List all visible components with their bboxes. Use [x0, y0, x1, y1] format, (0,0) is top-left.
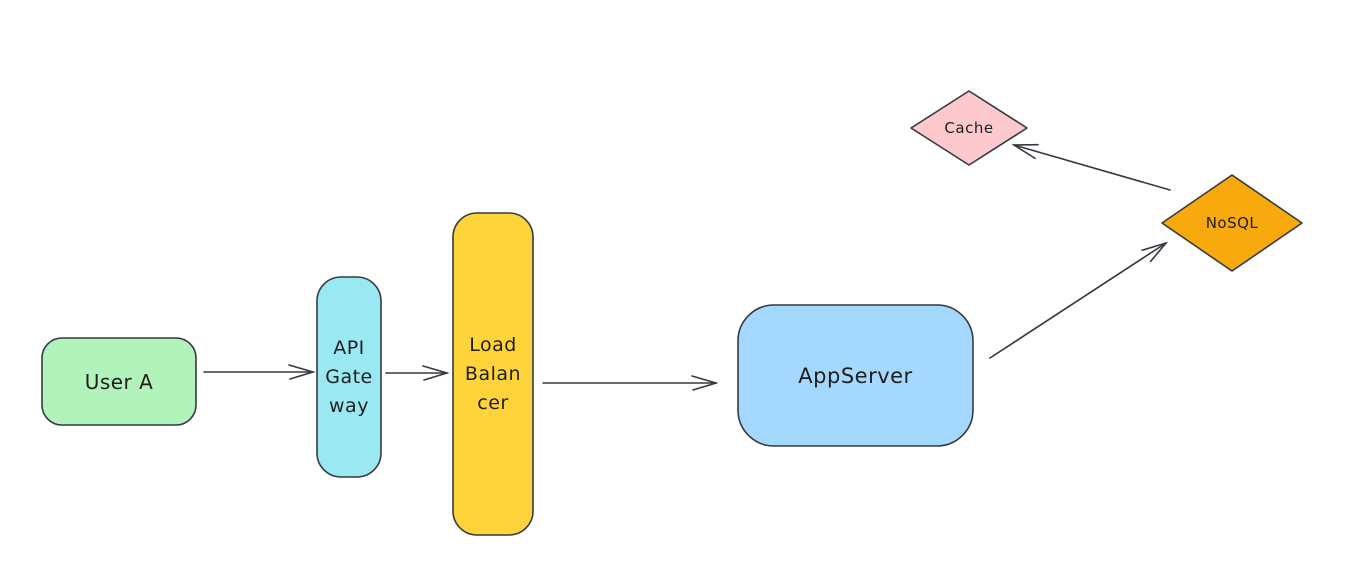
node-nosql-shape[interactable]: [1161, 174, 1303, 272]
node-app-server-shape[interactable]: [737, 304, 974, 447]
edge-nosql-to-cache[interactable]: [1014, 145, 1171, 191]
nodes-layer: [41, 90, 1303, 536]
node-api-gateway-shape[interactable]: [316, 276, 382, 478]
edges-layer: [203, 145, 1171, 383]
edge-app-server-to-nosql[interactable]: [989, 243, 1166, 359]
node-cache-shape[interactable]: [910, 90, 1028, 166]
node-user-a-shape[interactable]: [41, 337, 197, 426]
node-load-balancer-shape[interactable]: [452, 212, 534, 536]
